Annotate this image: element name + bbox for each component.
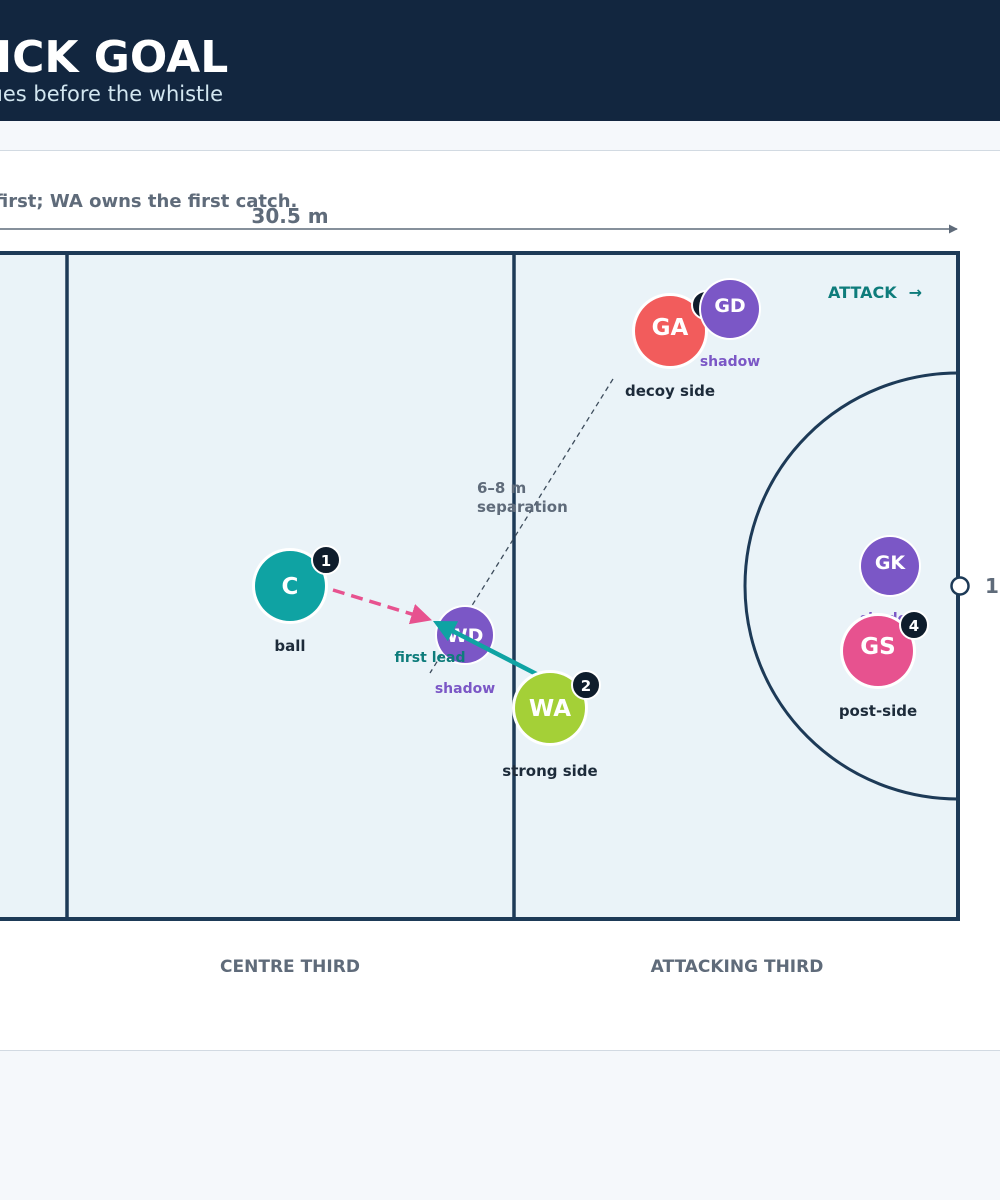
player-wa[interactable]: WA: [512, 670, 588, 746]
svg-text:1: 1: [321, 552, 331, 570]
player-c-caption: ball: [274, 637, 305, 655]
player-gs-caption: post-side: [839, 702, 917, 720]
step-badge-2: 2: [571, 670, 601, 700]
svg-text:4: 4: [909, 617, 919, 635]
player-ga-caption: decoy side: [625, 382, 715, 400]
court-surface: [0, 251, 960, 921]
player-gd-label: GD: [714, 295, 745, 317]
step-badge-1: 1: [311, 545, 341, 575]
player-ga[interactable]: GA: [632, 293, 708, 369]
length-label: 30.5 m: [251, 204, 328, 228]
page-title: UICK GOAL: [0, 32, 229, 83]
goal-circle: [743, 371, 959, 801]
arrow-right-icon: →: [909, 283, 922, 302]
player-gk-label: GK: [875, 552, 907, 574]
player-ga-label: GA: [652, 315, 689, 341]
player-gs-label: GS: [860, 634, 895, 660]
player-gs[interactable]: GS: [840, 613, 916, 689]
pass-arrow: [332, 588, 433, 625]
player-wa-caption: strong side: [502, 762, 597, 780]
player-gd-caption: shadow: [700, 354, 760, 370]
player-c[interactable]: C: [252, 548, 328, 624]
lead-run-arrow: [432, 620, 552, 684]
page-subtitle: cues before the whistle: [0, 82, 224, 106]
step-badge-4: 4: [899, 610, 929, 640]
svg-text:2: 2: [581, 677, 591, 695]
goal-post-icon: [950, 576, 970, 596]
player-c-label: C: [282, 574, 299, 600]
attacking-third-label: ATTACKING THIRD: [651, 957, 824, 977]
player-wa-label: WA: [529, 696, 571, 722]
player-wd-caption: shadow: [435, 681, 495, 697]
player-gk[interactable]: GK: [859, 535, 921, 597]
header-banner: UICK GOAL cues before the whistle: [0, 0, 1000, 121]
first-lead-label: first lead: [395, 650, 466, 666]
attack-direction-label: ATTACK→: [828, 283, 922, 302]
court-diagram: t first; WA owns the first catch. 30.5 m…: [0, 191, 999, 977]
player-gd[interactable]: GD: [699, 278, 761, 340]
caption-text: t first; WA owns the first catch.: [0, 191, 297, 212]
goal-post-label: 1: [985, 574, 999, 598]
centre-third-label: CENTRE THIRD: [220, 957, 360, 977]
diagram-card: t first; WA owns the first catch. 30.5 m…: [0, 150, 1000, 1051]
